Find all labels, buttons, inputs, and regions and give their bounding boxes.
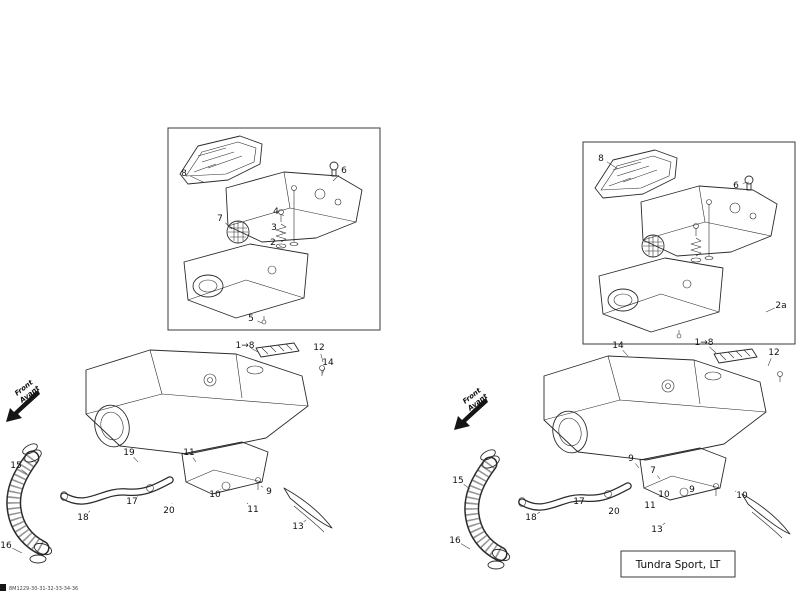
left-diagram: 8 6 7 4 3 2 5 1→8 12 14 19 11 9 10 11 17 18 20 13 15 16 [0,127,381,563]
callout-11: 11 [247,505,258,515]
callout-leader [225,222,233,230]
callout-15: 15 [10,461,21,471]
callout-leader [260,485,264,488]
callout-leader [246,502,249,505]
callout-leader [88,510,91,513]
callout-10: 10 [209,490,221,500]
callout-17: 17 [573,497,584,507]
callout-12: 12 [313,343,324,353]
callout-leader [133,457,139,463]
callout-6: 6 [341,166,347,176]
callout-14: 14 [322,358,334,368]
callout-6: 6 [733,181,739,191]
callout-leader [281,214,285,217]
callout-3: 3 [271,223,277,233]
callout-9: 9 [689,485,695,495]
callout-2: 2 [270,238,276,248]
callout-leader [463,483,471,490]
model-label: Tundra Sport, LT [635,559,721,571]
callout-leader [320,353,324,363]
callout-7: 7 [650,466,656,476]
callout-4: 4 [273,207,279,217]
callout-leader [622,350,629,357]
callout-leader [321,368,326,375]
callout-18: 18 [77,513,89,523]
callout-20: 20 [608,507,620,517]
callout-17: 17 [126,497,137,507]
callout-9: 9 [628,454,634,464]
callout-leader [460,543,471,550]
callout-1→8: 1→8 [236,341,255,351]
callout-leader [709,346,717,354]
callout-leader [303,519,307,523]
callout-leader [12,547,23,554]
callout-leader [606,161,619,170]
callout-leader [251,348,259,353]
right-detail-callouts: 8 6 2a [598,154,787,313]
callout-leader [536,511,541,514]
callout-16: 16 [449,536,461,546]
callout-14: 14 [612,341,624,351]
left-main-callouts: 1→8 12 14 19 11 9 10 11 17 18 20 13 15 16 [0,341,334,554]
callout-leader [657,475,661,480]
callout-leader [662,522,666,526]
callout-leader [767,358,772,367]
callout-7: 7 [217,214,223,224]
callout-leader [190,175,204,183]
callout-leader [332,174,340,182]
callout-leader [257,320,263,324]
callout-13: 13 [292,522,303,532]
callout-leader [21,469,28,475]
right-front-arrow-icon [454,386,490,430]
callout-20: 20 [163,506,175,516]
callout-leader [734,490,737,492]
callout-10: 10 [736,491,748,501]
left-detail-callouts: 8 6 7 4 3 2 5 [181,166,347,324]
callout-12: 12 [768,348,779,358]
callout-11: 11 [644,501,655,511]
callout-9: 9 [266,487,272,497]
callout-leader [635,463,640,469]
callout-10: 10 [658,490,670,500]
callout-leader [278,245,283,248]
left-front-arrow-icon [6,378,42,422]
callout-leader [279,230,284,234]
registration-mark [0,584,6,591]
callout-leader [137,495,139,497]
sheet-code: 8M1229-30-31-32-33-34-36 [9,586,78,591]
callout-1→8: 1→8 [695,338,714,348]
callout-18: 18 [525,513,537,523]
callout-leader [742,181,750,184]
right-detail-inset [582,141,796,345]
callout-11: 11 [183,448,194,458]
callout-16: 16 [0,541,12,551]
callout-leader [765,307,775,313]
callout-15: 15 [452,476,463,486]
callout-5: 5 [248,314,254,324]
callout-leader [220,488,222,490]
callout-19: 19 [123,448,135,458]
callout-2a: 2a [775,301,786,311]
callout-8: 8 [181,169,187,179]
callout-leader [192,457,197,463]
callout-8: 8 [598,154,604,164]
model-label-box: Tundra Sport, LT [620,550,736,578]
left-main-assembly [14,343,332,563]
callout-13: 13 [651,525,662,535]
